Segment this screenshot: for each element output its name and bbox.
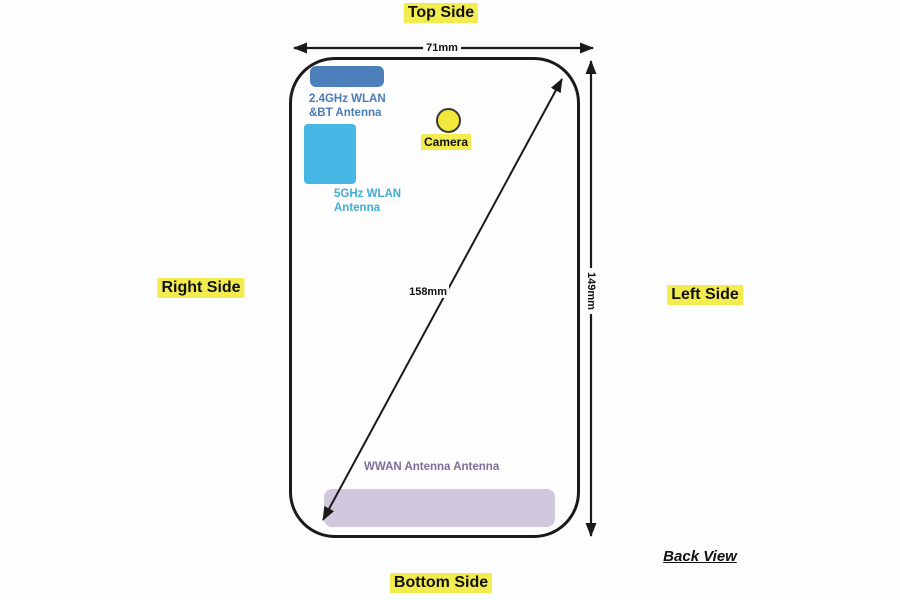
bottom-side-label: Bottom Side: [389, 573, 493, 593]
wlan-bt-antenna-shape: [310, 66, 384, 87]
top-side-label: Top Side: [403, 3, 479, 23]
wwan-antenna-shape: [324, 489, 555, 527]
height-dimension-value: 149mm: [585, 268, 597, 314]
camera-lens-shape: [436, 108, 461, 133]
camera-label: Camera: [420, 134, 472, 150]
left-side-label: Left Side: [667, 285, 743, 305]
diagonal-dimension-value: 158mm: [407, 286, 449, 298]
back-view-title: Back View: [663, 548, 737, 565]
wlan5-antenna-label: 5GHz WLAN Antenna: [334, 188, 402, 214]
wlan5-antenna-shape: [304, 124, 356, 184]
wlan-bt-antenna-label: 2.4GHz WLAN &BT Antenna: [309, 93, 386, 119]
width-dimension-value: 71mm: [423, 42, 461, 54]
right-side-label: Right Side: [157, 278, 245, 298]
wwan-antenna-label: WWAN Antenna Antenna: [364, 461, 500, 473]
